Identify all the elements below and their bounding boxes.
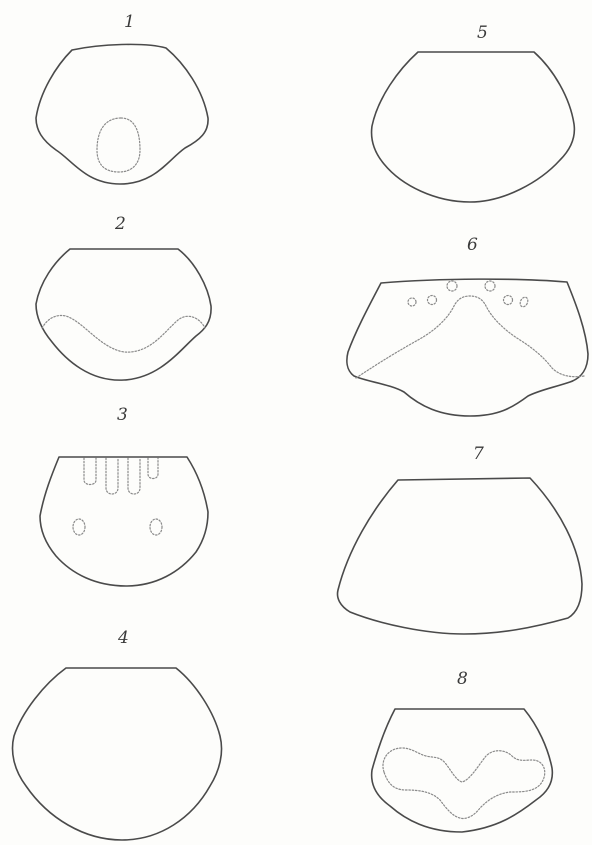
- figure-3-slot-marking-1: [84, 458, 96, 485]
- figure-6-pore-marking-4: [485, 281, 495, 291]
- figure-8-number: 8: [457, 669, 468, 689]
- figure-8: 8: [372, 669, 553, 832]
- figure-6-pore-marking-3: [447, 281, 457, 291]
- figure-4: 4: [13, 628, 222, 840]
- figure-4-number: 4: [117, 628, 129, 648]
- figure-7-number: 7: [473, 444, 484, 464]
- figure-3-slot-marking-3: [128, 458, 140, 494]
- figure-6: 6: [347, 235, 588, 416]
- figure-6-outline: [347, 279, 588, 416]
- figure-6-v-band-marking: [356, 296, 584, 378]
- figure-6-pore-marking-1: [408, 298, 416, 306]
- figure-3-slot-marking-4: [148, 458, 158, 479]
- figure-1-oval-marking: [97, 118, 140, 172]
- figure-2-outline: [36, 249, 211, 380]
- figure-6-pore-marking-6: [519, 296, 530, 308]
- figure-7-outline: [338, 478, 583, 634]
- figure-6-number: 6: [467, 235, 478, 255]
- figure-3-outline: [40, 457, 208, 586]
- figure-2: 2: [36, 214, 211, 380]
- figure-4-outline: [13, 668, 222, 840]
- figure-8-outline: [372, 709, 553, 832]
- figure-7: 7: [338, 444, 583, 634]
- figure-5-outline: [372, 52, 575, 202]
- figure-2-curved-band-marking: [42, 316, 205, 353]
- figure-1-number: 1: [124, 12, 135, 32]
- figure-8-v-band-marking: [383, 748, 545, 819]
- figure-3: 3: [40, 405, 208, 586]
- figure-3-spot-marking-left: [73, 519, 85, 535]
- figure-1: 1: [36, 12, 208, 184]
- figure-3-slot-marking-2: [106, 458, 118, 494]
- figure-6-pore-marking-5: [504, 296, 513, 305]
- figure-3-number: 3: [117, 405, 128, 425]
- figure-5: 5: [372, 23, 575, 202]
- figure-2-number: 2: [114, 214, 126, 234]
- figure-6-pore-marking-2: [428, 296, 437, 305]
- figure-1-outline: [36, 44, 208, 184]
- figure-5-number: 5: [477, 23, 488, 43]
- figure-3-spot-marking-right: [150, 519, 162, 535]
